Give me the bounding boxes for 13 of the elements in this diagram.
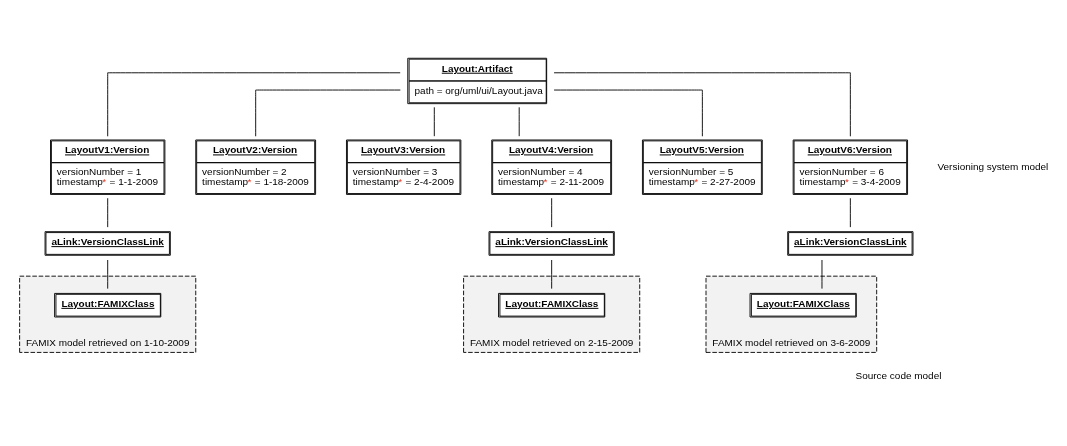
connector	[551, 197, 553, 228]
connector	[433, 106, 435, 137]
connector	[553, 71, 851, 137]
connector	[107, 197, 109, 228]
label: Versioning system model	[937, 160, 1049, 172]
connector	[107, 259, 109, 289]
connector	[821, 259, 823, 289]
connector	[107, 71, 401, 137]
connector	[255, 89, 401, 137]
connector	[849, 197, 851, 228]
label: Source code model	[855, 369, 942, 381]
connector	[553, 89, 703, 137]
connector	[551, 259, 553, 289]
